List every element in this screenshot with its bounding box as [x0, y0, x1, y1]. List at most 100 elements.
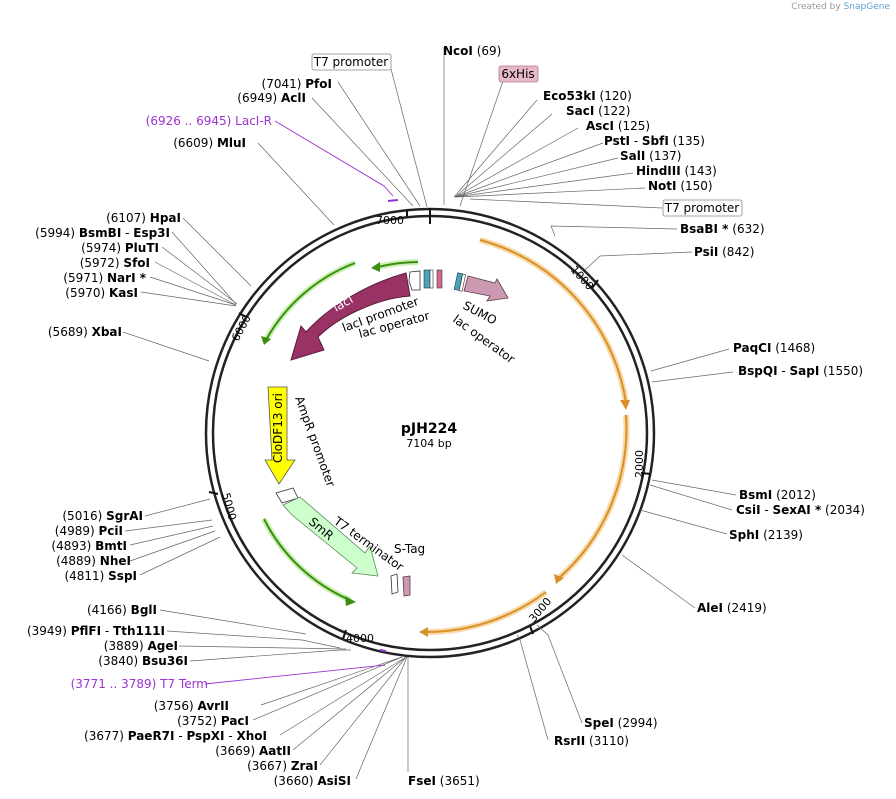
ampr-promoter-label: AmpR promoter — [292, 394, 338, 488]
enzyme-name: PciI — [99, 524, 124, 538]
restriction-site-label: (3660) AsiSI — [274, 774, 351, 788]
site-separator: - — [761, 503, 773, 517]
restriction-site-label: (4893) BmtI — [51, 539, 127, 553]
snapgene-credit: Created by SnapGene — [791, 2, 890, 12]
enzyme-name: SapI — [790, 364, 820, 378]
site-position: (5971) — [63, 271, 107, 285]
enzyme-name: FseI — [408, 774, 436, 788]
site-position: (3667) — [247, 759, 291, 773]
clodf13-ori-feature — [264, 386, 296, 485]
site-position: (7041) — [262, 77, 306, 91]
t7-promoter-callout-right — [662, 199, 743, 217]
site-separator: - — [630, 134, 642, 148]
restriction-site-label: (6949) AclI — [237, 91, 306, 105]
enzyme-name: PflFI — [71, 624, 101, 638]
site-position: (3651) — [436, 774, 480, 788]
enzyme-name: AgeI — [148, 639, 178, 653]
laci-promoter-feature — [408, 270, 421, 291]
enzyme-name: KasI — [109, 286, 138, 300]
enzyme-name: NcoI — [443, 44, 473, 58]
enzyme-name: SphI — [729, 528, 759, 542]
enzyme-name: ZraI — [291, 759, 318, 773]
restriction-site-label: (5972) SfoI — [80, 256, 150, 270]
primer-site-label: (3771 .. 3789) T7 Term — [71, 677, 208, 691]
t7-promoter-feature-2 — [458, 273, 466, 292]
enzyme-name: Tth111I — [113, 624, 165, 638]
restriction-site-label: PsiI (842) — [694, 245, 754, 259]
enzyme-name: SexAI * — [773, 503, 822, 517]
t7-promoter-callout-right-text: T7 promoter — [664, 201, 740, 215]
enzyme-name: BmtI — [95, 539, 127, 553]
site-position: (3660) — [274, 774, 318, 788]
orange-orf-arrowhead-1 — [620, 400, 630, 410]
restriction-site-label: (3756) AvrII — [154, 699, 229, 713]
restriction-site-labels: NcoI (69)Eco53kI (120)SacI (122)AscI (12… — [27, 44, 865, 788]
site-position: (3752) — [177, 714, 221, 728]
enzyme-name: BsmI — [739, 488, 772, 502]
enzyme-name: PacI — [221, 714, 249, 728]
his-tag-callout — [498, 65, 539, 83]
orange-orf-glow — [479, 237, 629, 404]
credit-prefix: Created by — [791, 2, 841, 12]
site-position: (2994) — [614, 716, 658, 730]
enzyme-name: AvrII — [197, 699, 229, 713]
restriction-site-label: (5971) NarI * — [63, 271, 146, 285]
site-position: (6107) — [106, 211, 150, 225]
restriction-site-label: PaqCI (1468) — [733, 341, 815, 355]
orange-orf-arrowhead-3 — [419, 627, 428, 637]
s-tag-feature — [402, 575, 411, 597]
his-tag-feature — [436, 269, 443, 289]
primer-site-label: (6926 .. 6945) LacI-R — [146, 114, 272, 128]
restriction-site-label: (4166) BglI — [87, 603, 157, 617]
restriction-site-label: (3949) PflFI - Tth111I — [27, 624, 165, 638]
enzyme-name: BspQI — [738, 364, 778, 378]
site-separator: - — [121, 226, 133, 240]
restriction-site-label: (3677) PaeR7I - PspXI - XhoI — [84, 729, 267, 743]
site-position: (632) — [728, 222, 764, 236]
site-position: (3949) — [27, 624, 71, 638]
enzyme-name: Bsu36I — [142, 654, 188, 668]
orange-orf-arc-2 — [558, 414, 628, 579]
site-position: (4811) — [64, 569, 108, 583]
restriction-site-label: (3840) Bsu36I — [98, 654, 188, 668]
restriction-site-label: BsaBI * (632) — [680, 222, 765, 236]
restriction-site-label: (3889) AgeI — [104, 639, 178, 653]
enzyme-name: NheI — [100, 554, 131, 568]
plasmid-name: pJH224 — [401, 421, 457, 437]
green-orf-arrowhead-3 — [345, 596, 356, 606]
enzyme-name: Eco53kI — [543, 89, 596, 103]
green-orf-arrowhead-2 — [261, 336, 271, 345]
restriction-site-label: (5016) SgrAI — [62, 509, 143, 523]
t7-promoter-feature — [429, 269, 434, 289]
restriction-site-label: (5970) KasI — [65, 286, 138, 300]
site-position: (5689) — [48, 325, 92, 339]
site-position: (69) — [473, 44, 501, 58]
enzyme-name: SgrAI — [106, 509, 143, 523]
primer-range: (3771 .. 3789) — [71, 677, 161, 691]
restriction-site-label: Eco53kI (120) — [543, 89, 632, 103]
laci-feature-arrow — [290, 272, 411, 361]
restriction-site-label: SphI (2139) — [729, 528, 803, 542]
tick-label-4000: 4000 — [346, 632, 374, 645]
site-position: (5974) — [81, 241, 125, 255]
enzyme-name: SspI — [108, 569, 137, 583]
restriction-site-label: (5689) XbaI — [48, 325, 122, 339]
enzyme-name: SbfI — [642, 134, 669, 148]
t7-term-primer-mark — [379, 649, 387, 652]
site-position: (120) — [596, 89, 632, 103]
enzyme-name: PstI — [604, 134, 630, 148]
enzyme-name: AsiSI — [317, 774, 351, 788]
enzyme-name: SalI — [620, 149, 645, 163]
primer-name: LacI-R — [235, 114, 272, 128]
site-position: (1468) — [771, 341, 815, 355]
enzyme-name: PspXI — [186, 729, 224, 743]
enzyme-name: AatII — [259, 744, 291, 758]
restriction-site-label: (6107) HpaI — [106, 211, 181, 225]
enzyme-name: BglI — [131, 603, 157, 617]
plasmid-length: 7104 bp — [406, 437, 451, 450]
site-position: (5972) — [80, 256, 124, 270]
enzyme-name: HpaI — [150, 211, 181, 225]
green-orf-arc-3 — [263, 518, 351, 601]
enzyme-name: AclI — [281, 91, 306, 105]
site-position: (3110) — [585, 734, 629, 748]
